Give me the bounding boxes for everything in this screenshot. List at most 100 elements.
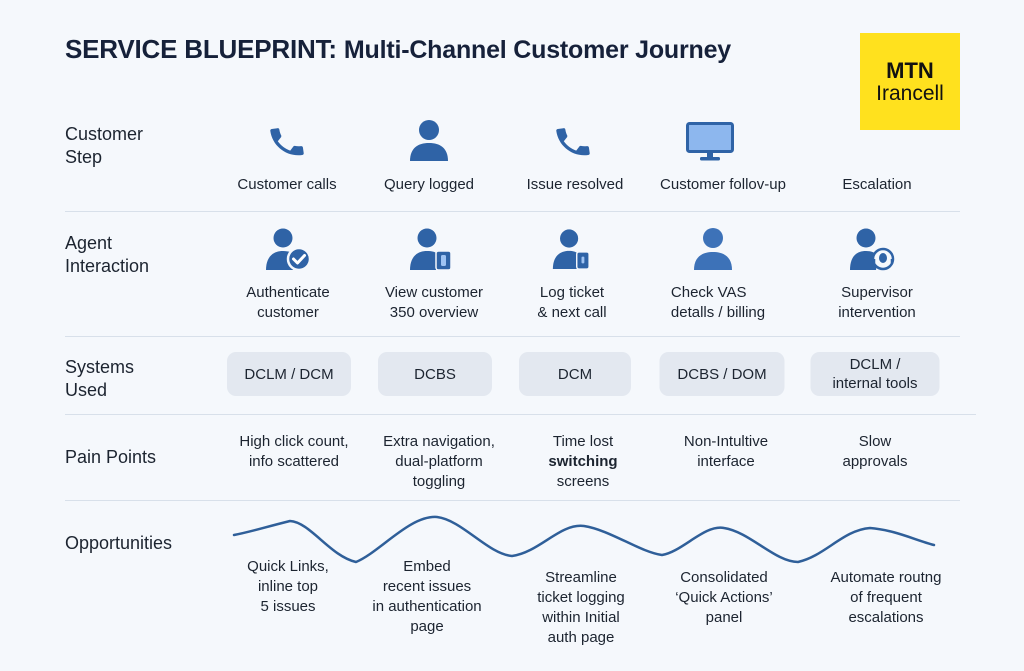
label-line: Systems — [65, 357, 135, 377]
system-line: DCBS — [414, 365, 456, 383]
monitor-icon — [686, 122, 734, 161]
cell-line: recent issues — [382, 578, 472, 595]
cell-line: escalations — [848, 609, 924, 626]
phone-icon — [270, 128, 304, 156]
system-box-5: DCLM / internal tools — [810, 352, 940, 396]
user-icon — [410, 120, 448, 161]
agent-interaction-5: Supervisor intervention — [838, 283, 916, 323]
user-headset-icon — [850, 228, 895, 271]
system-box-1: DCLM / DCM — [227, 352, 351, 396]
user-icon — [694, 228, 732, 270]
row-label-customer-step: Customer Step — [65, 123, 143, 169]
label-line: Step — [65, 147, 103, 167]
label-line: Pain Points — [65, 447, 157, 467]
system-line: DCLM / — [849, 356, 901, 373]
logo-line1: MTN — [886, 57, 934, 83]
system-line: DCLM / DCM — [244, 365, 334, 383]
opportunity-3: Streamline ticket logging within Initial… — [537, 568, 625, 648]
pain-point-5: Slow approvals — [842, 432, 907, 472]
row-label-systems-used: Systems Used — [65, 356, 134, 402]
label-line: Opportunities — [65, 533, 173, 553]
cell-line: Non-Intultive — [683, 433, 769, 450]
cell-line: of frequent — [850, 589, 922, 606]
cell-line: screens — [556, 473, 610, 490]
cell-line: inline top — [257, 578, 319, 595]
cell-line: 5 issues — [260, 598, 316, 615]
label-line: Customer — [65, 124, 144, 144]
system-box-3: DCM — [519, 352, 631, 396]
cell-line: High click count, — [239, 433, 349, 450]
logo-line2: Irancell — [876, 81, 944, 105]
cell-line: Consolidated — [680, 569, 768, 586]
user-device-icon — [552, 229, 590, 270]
pain-point-2: Extra navigation, dual-platform toggling — [383, 432, 495, 492]
cell-line: Quick Links, — [247, 558, 329, 575]
system-line: internal tools — [832, 375, 918, 392]
row-label-agent-interaction: Agent Interaction — [65, 232, 149, 278]
divider — [65, 211, 960, 212]
cell-line: intervention — [838, 304, 916, 321]
cell-line: Slow — [858, 433, 892, 450]
cell-line: & next call — [537, 304, 607, 321]
customer-step-2: Query logged — [383, 176, 475, 193]
cell-line: Supervisor — [841, 284, 913, 301]
agent-interaction-4: Check VAS detalls / billing — [671, 283, 765, 323]
system-line: DCM — [557, 365, 593, 383]
customer-step-5: Escalation — [842, 176, 912, 193]
mtn-irancell-logo: MTN Irancell — [860, 33, 960, 130]
label-line: Agent — [65, 233, 113, 253]
agent-interaction-3: Log ticket & next call — [537, 283, 606, 323]
phone-icon — [556, 128, 590, 156]
cell-line: detalls / billing — [670, 304, 766, 321]
cell-line: ‘Quick Actions’ — [675, 589, 773, 606]
cell-line: approvals — [842, 453, 908, 470]
cell-line: Extra navigation, — [383, 433, 495, 450]
cell-line: toggling — [412, 473, 466, 490]
title-bold: SERVICE BLUEPRINT: — [65, 34, 337, 64]
cell-line: Embed — [403, 558, 451, 575]
customer-step-4: Customer follov-up — [660, 176, 786, 193]
customer-step-3: Issue resolved — [526, 176, 624, 193]
cell-line: customer — [257, 304, 319, 321]
divider — [65, 500, 960, 501]
title-rest: Multi-Channel Customer Journey — [343, 36, 731, 64]
cell-line: 350 overview — [389, 304, 479, 321]
cell-line: ticket logging — [537, 589, 625, 606]
page-title: SERVICE BLUEPRINT: Multi-Channel Custome… — [65, 34, 731, 65]
system-box-4: DCBS / DOM — [659, 352, 785, 396]
pain-point-4: Non-Intultive interface — [684, 432, 768, 472]
cell-line: Streamline — [545, 569, 617, 586]
customer-step-1: Customer calls — [237, 176, 337, 193]
system-box-2: DCBS — [378, 352, 492, 396]
pain-point-3: Time lost switching screens — [548, 432, 617, 492]
row-label-pain-points: Pain Points — [65, 446, 156, 469]
cell-line: Automate routng — [830, 569, 942, 586]
cell-line: page — [410, 618, 444, 635]
cell-line: panel — [705, 609, 743, 626]
user-check-icon — [266, 228, 311, 271]
cell-line-emphasis: switching — [548, 453, 618, 470]
divider — [65, 414, 976, 415]
cell-line: Authenticate — [246, 284, 330, 301]
cell-line: in authentication — [372, 598, 482, 615]
agent-interaction-1: Authenticate customer — [246, 283, 329, 323]
cell-line: within Initial — [542, 609, 620, 626]
agent-interaction-2: View customer 350 overview — [385, 283, 483, 323]
divider — [65, 336, 960, 337]
label-line: Used — [65, 380, 108, 400]
cell-line: dual-platform — [395, 453, 483, 470]
cell-line: View customer — [384, 284, 484, 301]
opportunity-1: Quick Links, inline top 5 issues — [247, 557, 329, 617]
opportunity-2: Embed recent issues in authentication pa… — [372, 557, 481, 637]
cell-line: interface — [697, 453, 755, 470]
row-label-opportunities: Opportunities — [65, 532, 172, 555]
cell-line: Log ticket — [539, 284, 605, 301]
opportunity-5: Automate routng of frequent escalations — [831, 568, 942, 628]
label-line: Interaction — [65, 256, 150, 276]
system-line: DCBS / DOM — [677, 365, 767, 383]
cell-line: info scattered — [248, 453, 340, 470]
cell-line: Time lost — [552, 433, 614, 450]
pain-point-1: High click count, info scattered — [239, 432, 348, 472]
cell-line: auth page — [547, 629, 615, 646]
